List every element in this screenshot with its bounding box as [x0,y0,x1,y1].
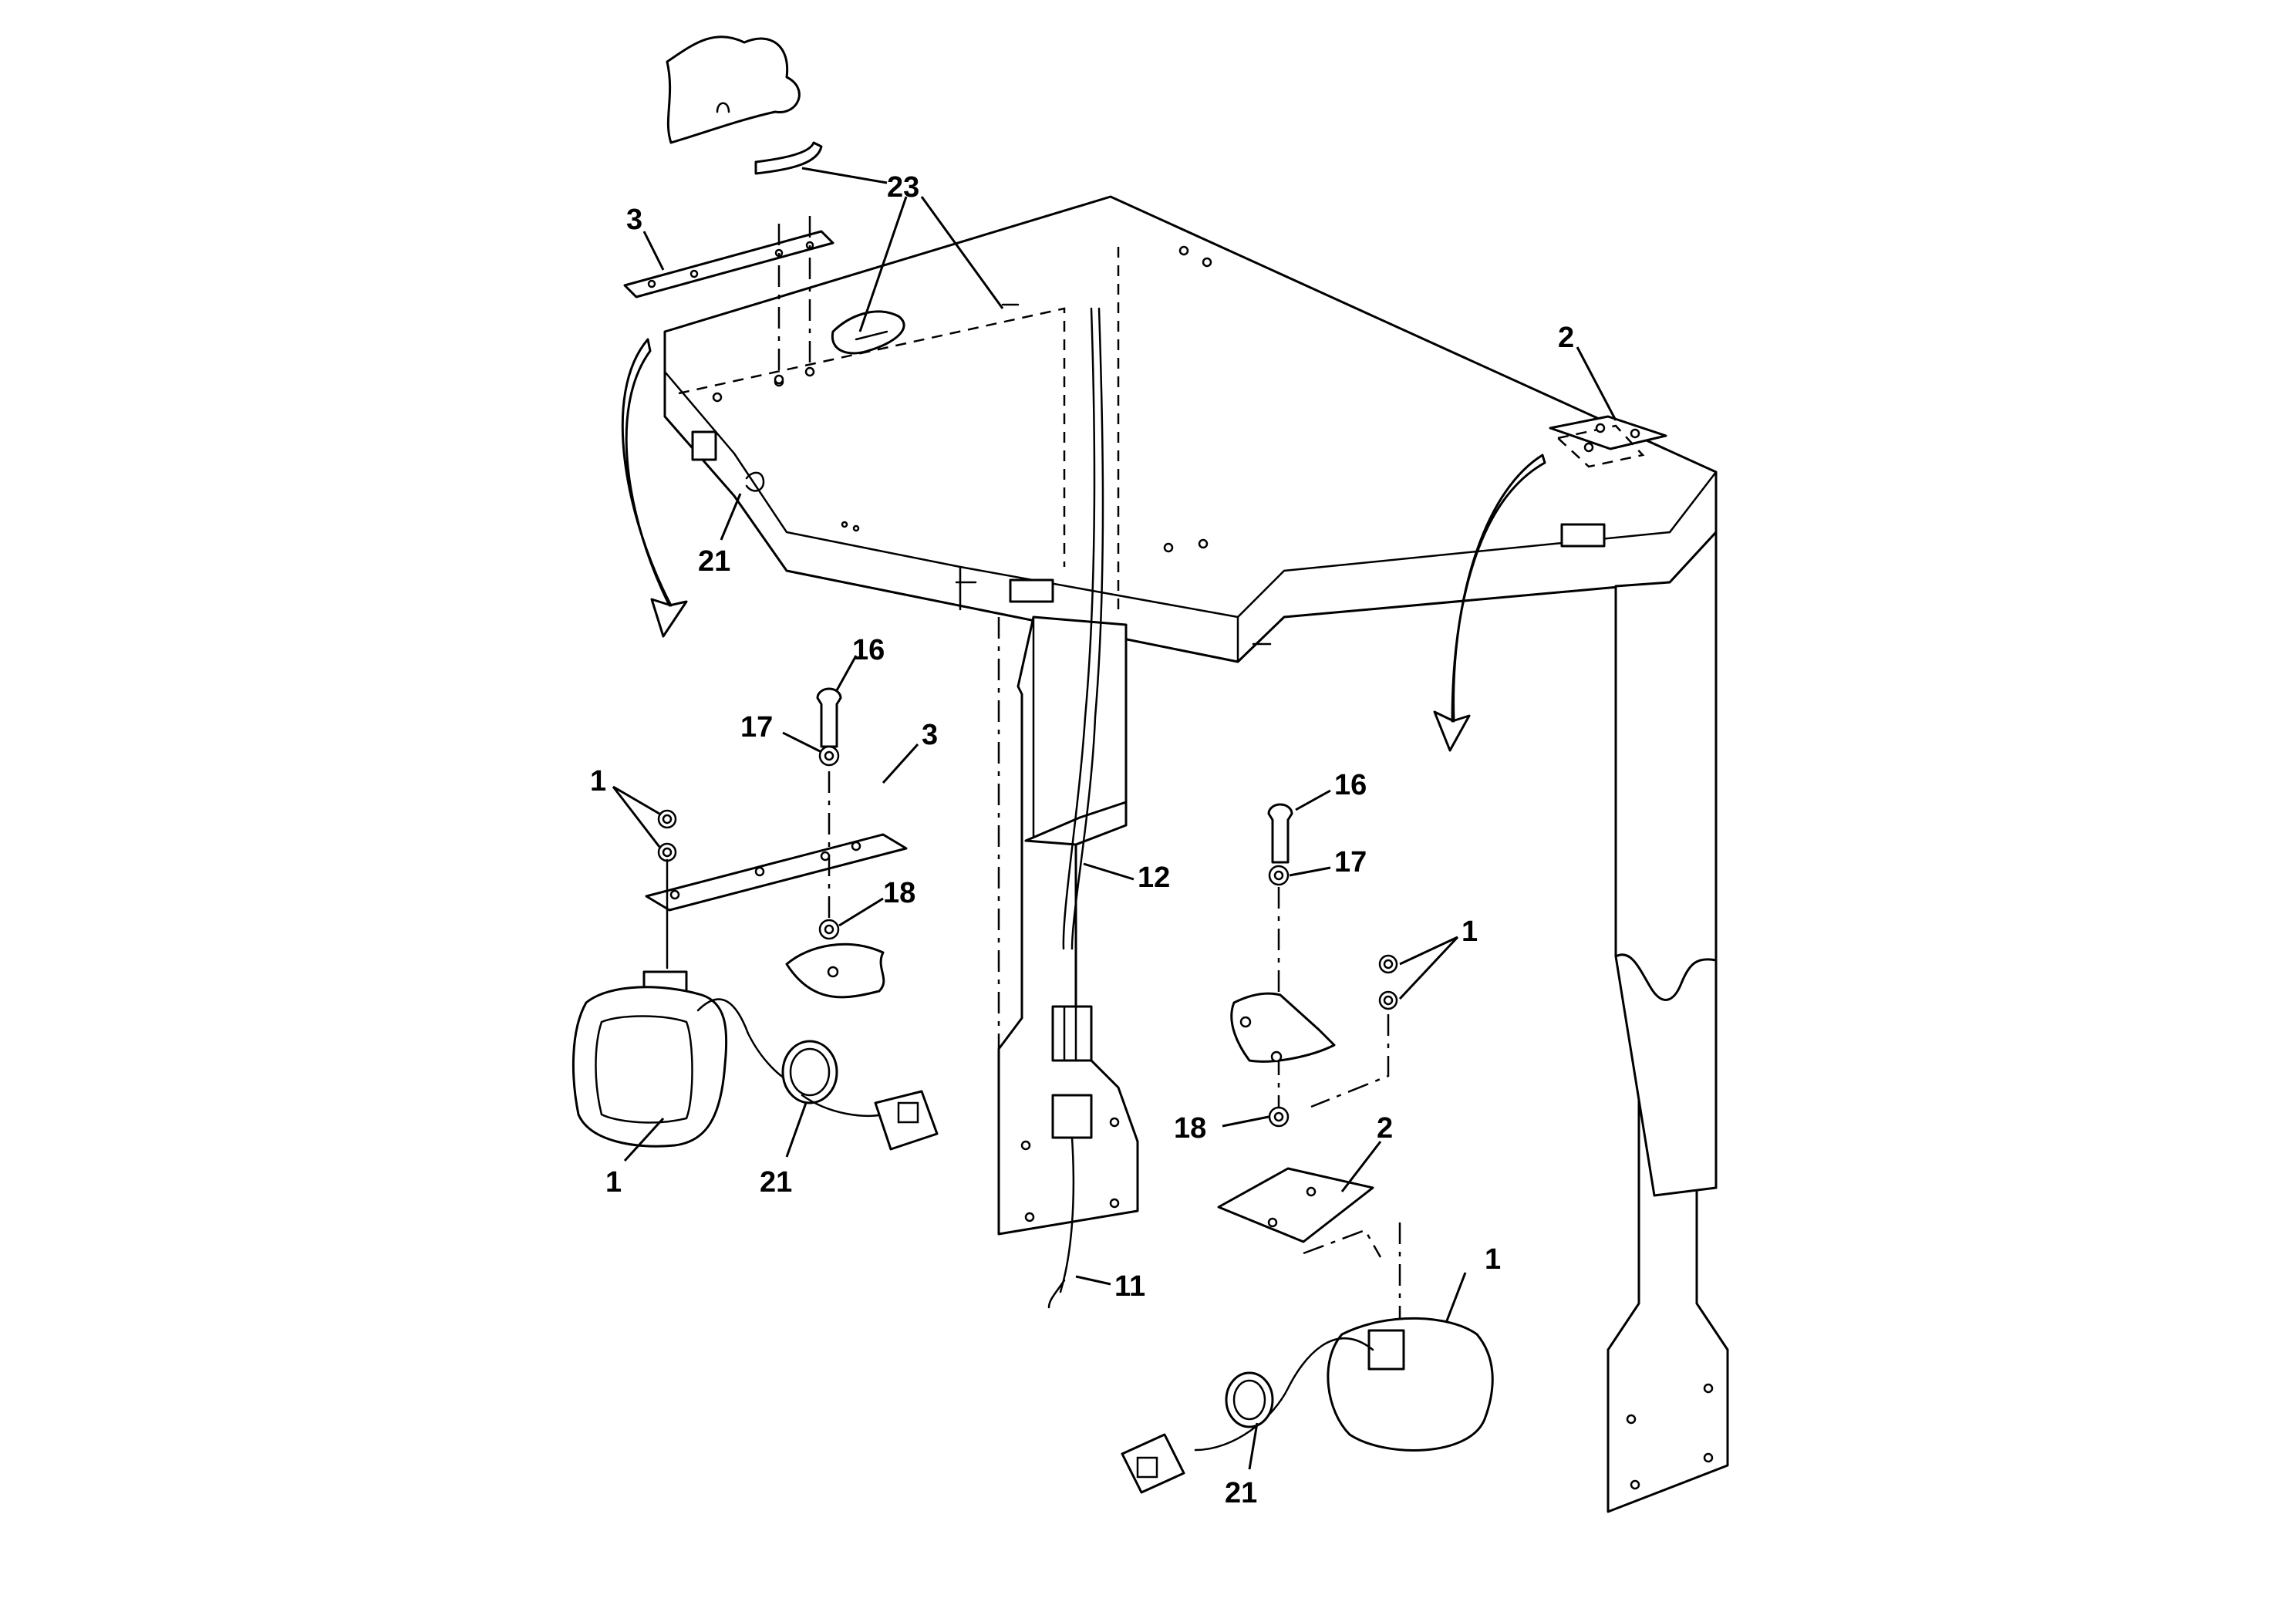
callout-23: 23 [887,171,919,204]
callout-2-right: 2 [1377,1112,1393,1145]
callout-16-left: 16 [852,634,885,666]
callout-21-right: 21 [1225,1477,1257,1509]
callout-21-left: 21 [760,1166,792,1199]
left-lamp-assembly [571,687,939,1151]
callout-3-top: 3 [626,204,642,236]
callout-leaders [612,167,1617,1470]
callout-labels: 23 3 2 21 16 17 3 1 18 1 21 12 11 16 17 … [590,171,1574,1509]
callout-18-right: 18 [1174,1112,1206,1145]
callout-21-top: 21 [698,545,730,578]
callout-16-right: 16 [1334,769,1367,801]
callout-12: 12 [1138,862,1170,894]
rivet-pin-detail [666,35,905,355]
assembly-arrow-right [1433,454,1546,752]
callout-3-mid: 3 [922,719,938,751]
right-lamp-assembly [1121,803,1494,1494]
callout-1-right-washers: 1 [1462,916,1478,948]
callout-1-left-washers: 1 [590,765,606,798]
left-post [997,615,1139,1236]
assembly-arrow-left [621,338,688,638]
callout-18-left: 18 [883,877,915,909]
wiring-harness [1047,307,1104,1309]
callout-11: 11 [1114,1270,1145,1303]
mounting-plate-2-top [1549,415,1667,468]
callout-2-top: 2 [1558,322,1574,354]
callout-1-left-lamp: 1 [605,1166,622,1199]
right-post [1607,531,1729,1513]
strap-3-top [623,216,834,385]
callout-1-right-lamp: 1 [1485,1243,1501,1276]
callout-17-left: 17 [740,711,773,744]
canopy-roof [663,195,1718,663]
callout-17-right: 17 [1334,846,1367,878]
